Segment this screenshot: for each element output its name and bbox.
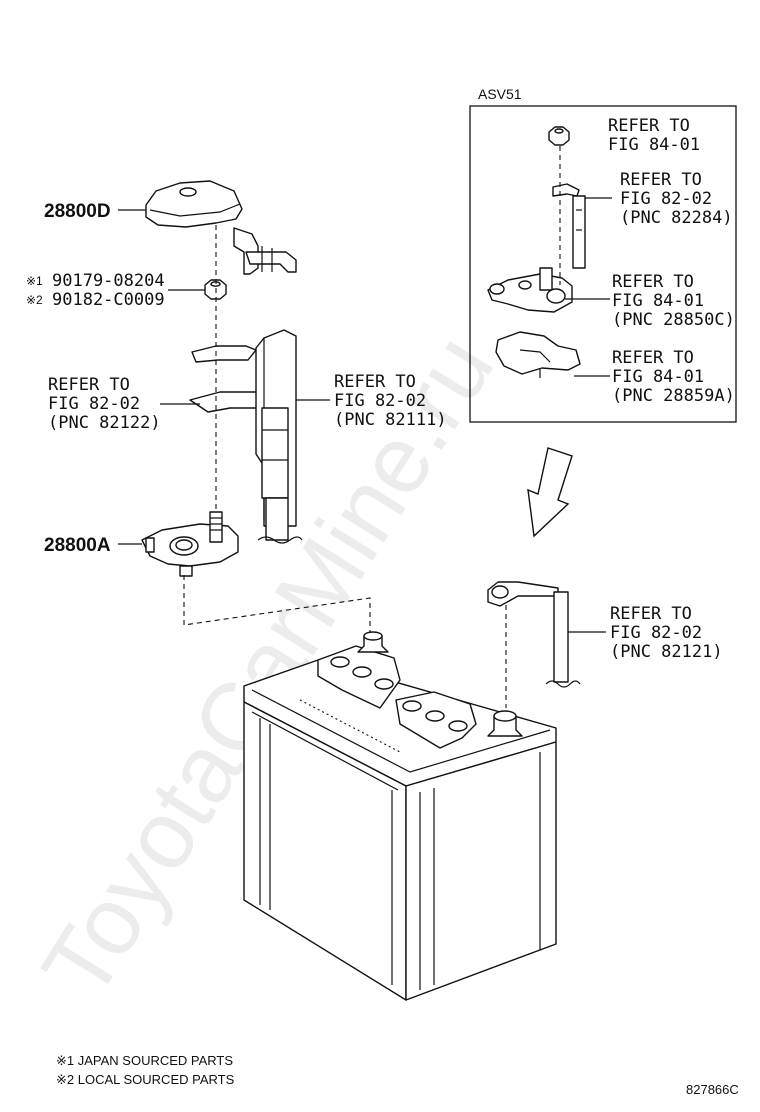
svg-text:(PNC 82121): (PNC 82121)	[610, 642, 723, 662]
inset-title: ASV51	[478, 86, 522, 102]
svg-text:REFER TO: REFER TO	[608, 116, 690, 136]
svg-text:REFER TO: REFER TO	[334, 372, 416, 392]
ref-pnc-28859A: REFER TO FIG 84-01 (PNC 28859A)	[612, 348, 735, 406]
svg-text:REFER TO: REFER TO	[620, 170, 702, 190]
svg-text:REFER TO: REFER TO	[48, 375, 130, 395]
svg-text:REFER TO: REFER TO	[612, 348, 694, 368]
part-number-90182-C0009: ※2 90182-C0009	[26, 290, 165, 310]
part-number-28800A: 28800A	[44, 535, 111, 556]
figure-code: 827866C	[686, 1082, 739, 1097]
battery-icon	[243, 631, 557, 1001]
terminal-clamp-28800A-icon	[141, 511, 239, 577]
ref-pnc-82121: REFER TO FIG 82-02 (PNC 82121)	[610, 604, 723, 662]
svg-text:(PNC 28850C): (PNC 28850C)	[612, 310, 735, 330]
svg-text:REFER TO: REFER TO	[610, 604, 692, 624]
svg-text:FIG 82-02: FIG 82-02	[48, 394, 140, 414]
footnote-japan-sourced: ※1 JAPAN SOURCED PARTS	[56, 1053, 233, 1068]
svg-text:90179-08204: 90179-08204	[52, 271, 165, 291]
inset-terminal-clamp-icon	[487, 267, 573, 313]
inset-nut-icon	[548, 126, 570, 146]
ref-pnc-28850C: REFER TO FIG 84-01 (PNC 28850C)	[612, 272, 735, 330]
svg-text:※2: ※2	[26, 293, 43, 307]
svg-text:(PNC 82284): (PNC 82284)	[620, 208, 733, 228]
svg-text:(PNC 82122): (PNC 82122)	[48, 413, 161, 433]
ref-pnc-82111: REFER TO FIG 82-02 (PNC 82111)	[334, 372, 447, 430]
ref-fig-84-01-nut: REFER TO FIG 84-01	[608, 116, 700, 155]
ref-pnc-82122: REFER TO FIG 82-02 (PNC 82122)	[48, 375, 161, 433]
battery-cable-icon	[189, 329, 303, 544]
svg-text:FIG 84-01: FIG 84-01	[612, 291, 704, 311]
svg-text:REFER TO: REFER TO	[612, 272, 694, 292]
svg-text:FIG 82-02: FIG 82-02	[334, 391, 426, 411]
part-number-28800D: 28800D	[44, 201, 111, 222]
inset-box	[469, 105, 737, 423]
svg-text:(PNC 82111): (PNC 82111)	[334, 410, 447, 430]
svg-text:FIG 82-02: FIG 82-02	[610, 623, 702, 643]
svg-text:FIG 82-02: FIG 82-02	[620, 189, 712, 209]
svg-text:FIG 84-01: FIG 84-01	[608, 135, 700, 155]
svg-text:90182-C0009: 90182-C0009	[52, 290, 165, 310]
down-arrow-icon	[527, 447, 573, 538]
svg-text:※1: ※1	[26, 274, 43, 288]
part-number-90179-08204: ※1 90179-08204	[26, 271, 165, 291]
positive-cable-82121-icon	[487, 581, 581, 688]
ref-pnc-82284: REFER TO FIG 82-02 (PNC 82284)	[620, 170, 733, 228]
terminal-cover-28800D-icon	[145, 180, 297, 275]
svg-text:FIG 84-01: FIG 84-01	[612, 367, 704, 387]
inset-terminal-cover-icon	[495, 331, 581, 378]
mount-line-negative	[183, 575, 371, 650]
svg-text:(PNC 28859A): (PNC 28859A)	[612, 386, 735, 406]
inset-terminal-cable-icon	[552, 183, 586, 269]
footnote-local-sourced: ※2 LOCAL SOURCED PARTS	[56, 1072, 235, 1087]
